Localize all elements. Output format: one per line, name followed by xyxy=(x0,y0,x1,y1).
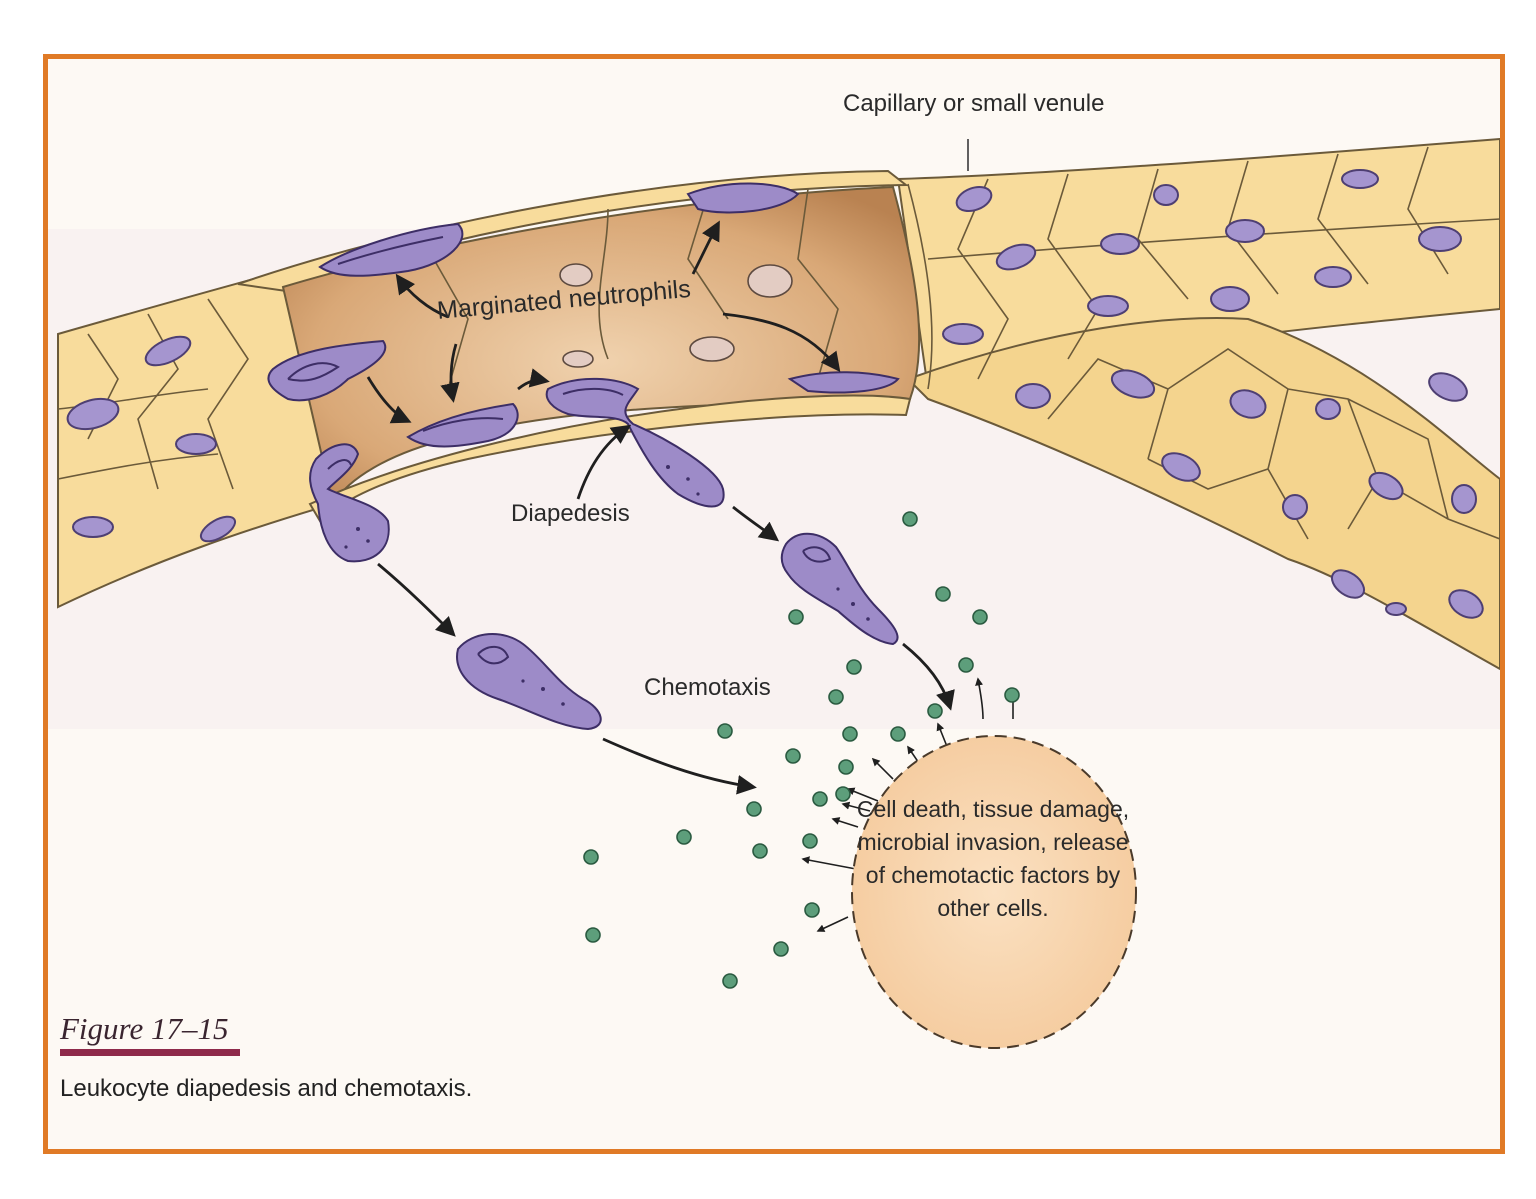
chemotactic-factor-dot-icon xyxy=(846,659,862,675)
neutrophil-icon xyxy=(456,632,602,731)
injury-source-label: Cell death, tissue damage, microbial inv… xyxy=(856,796,1130,921)
chemotactic-factor-dot-icon xyxy=(927,703,943,719)
chemotactic-factor-dot-icon xyxy=(722,973,738,989)
chemotactic-factor-dot-icon xyxy=(752,843,768,859)
neutrophil-icon xyxy=(545,377,725,508)
chemotactic-factor-dot-icon xyxy=(972,609,988,625)
arrow-icon xyxy=(602,737,757,795)
arrow-icon xyxy=(691,220,720,275)
chemotactic-factor-dot-icon xyxy=(676,829,692,845)
chemotactic-factor-dot-icon xyxy=(1004,687,1020,703)
diapedesis-label: Diapedesis xyxy=(511,500,630,527)
arrow-icon xyxy=(440,343,460,403)
arrow-icon xyxy=(576,424,632,500)
chemotactic-factor-dot-icon xyxy=(583,849,599,865)
chemotactic-factors xyxy=(583,511,1020,989)
chemotactic-factor-dot-icon xyxy=(717,723,733,739)
arrow-icon xyxy=(902,642,955,711)
neutrophil-icon xyxy=(309,443,390,563)
chemotactic-factor-dot-icon xyxy=(802,833,818,849)
neutrophil-icon xyxy=(267,339,387,402)
chemotactic-factor-dot-icon xyxy=(838,759,854,775)
arrow-icon xyxy=(517,368,550,391)
chemotactic-factor-dot-icon xyxy=(828,689,844,705)
figure-caption: Leukocyte diapedesis and chemotaxis. xyxy=(60,1075,473,1102)
chemotactic-factor-dot-icon xyxy=(890,726,906,742)
chemotactic-factor-dot-icon xyxy=(773,941,789,957)
figure-frame: Capillary or small venule Marginated neu… xyxy=(43,54,1505,1154)
chemotactic-factor-dot-icon xyxy=(788,609,804,625)
figure-number: Figure 17–15 xyxy=(60,1011,229,1046)
neutrophil-icon xyxy=(406,402,519,448)
capillary-label: Capillary or small venule xyxy=(843,90,1105,117)
chemotactic-factor-dot-icon xyxy=(812,791,828,807)
chemotactic-factor-dot-icon xyxy=(746,801,762,817)
arrows xyxy=(366,220,955,795)
arrow-icon xyxy=(722,312,841,373)
figure-rule xyxy=(60,1049,240,1056)
chemotactic-factor-dot-icon xyxy=(804,902,820,918)
arrow-icon xyxy=(395,273,449,319)
chemotactic-factor-dot-icon xyxy=(935,586,951,602)
neutrophil-icon xyxy=(787,371,900,394)
arrow-icon xyxy=(732,505,780,542)
chemotactic-factor-dot-icon xyxy=(842,726,858,742)
chemotactic-factor-dot-icon xyxy=(585,927,601,943)
chemotactic-factor-dot-icon xyxy=(958,657,974,673)
diagram-illustration xyxy=(48,137,1500,1049)
neutrophil-icon xyxy=(686,182,800,214)
arrow-icon xyxy=(366,376,412,424)
chemotaxis-label: Chemotaxis xyxy=(644,674,771,701)
vessel-bottom-rim xyxy=(308,394,912,523)
neutrophils xyxy=(267,182,900,731)
chemotactic-factor-dot-icon xyxy=(902,511,918,527)
injury-source-zone xyxy=(851,735,1137,1049)
arrow-icon xyxy=(377,562,456,637)
chemotactic-factor-dot-icon xyxy=(785,748,801,764)
chemotactic-factor-dot-icon xyxy=(835,786,851,802)
neutrophil-icon xyxy=(318,222,464,277)
